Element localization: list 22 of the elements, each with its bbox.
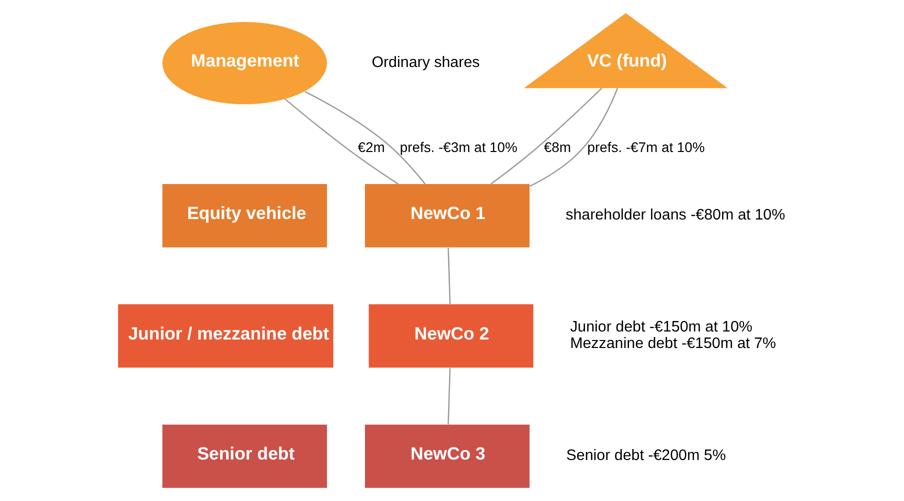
edge-label: €8m bbox=[544, 139, 571, 156]
node-label: Mezzanine debt -€150m at 7% bbox=[570, 335, 776, 352]
node-label: shareholder loans -€80m at 10% bbox=[566, 206, 786, 224]
connector bbox=[448, 368, 451, 424]
edge-label: prefs. -€3m at 10% bbox=[400, 139, 518, 156]
node-box: NewCo 2 bbox=[368, 304, 534, 368]
connector bbox=[490, 88, 602, 184]
node-box: Junior / mezzanine debt bbox=[118, 304, 334, 368]
edge-label: €2m bbox=[358, 139, 385, 156]
node-box: NewCo 1 bbox=[364, 184, 530, 248]
node-label: Senior debt -€200m 5% bbox=[566, 447, 726, 464]
connector bbox=[304, 90, 426, 184]
node-label: Junior debt -€150m at 10% bbox=[570, 318, 752, 336]
connector bbox=[448, 248, 451, 304]
label: Ordinary shares bbox=[372, 54, 480, 72]
edge-label: prefs. -€7m at 10% bbox=[587, 139, 705, 156]
node-box: NewCo 3 bbox=[364, 424, 530, 488]
node-box: Senior debt bbox=[162, 424, 327, 488]
connector bbox=[284, 98, 398, 184]
node-box: Equity vehicle bbox=[162, 184, 327, 248]
connector bbox=[530, 88, 618, 187]
node-ellipse: Management bbox=[162, 22, 327, 104]
